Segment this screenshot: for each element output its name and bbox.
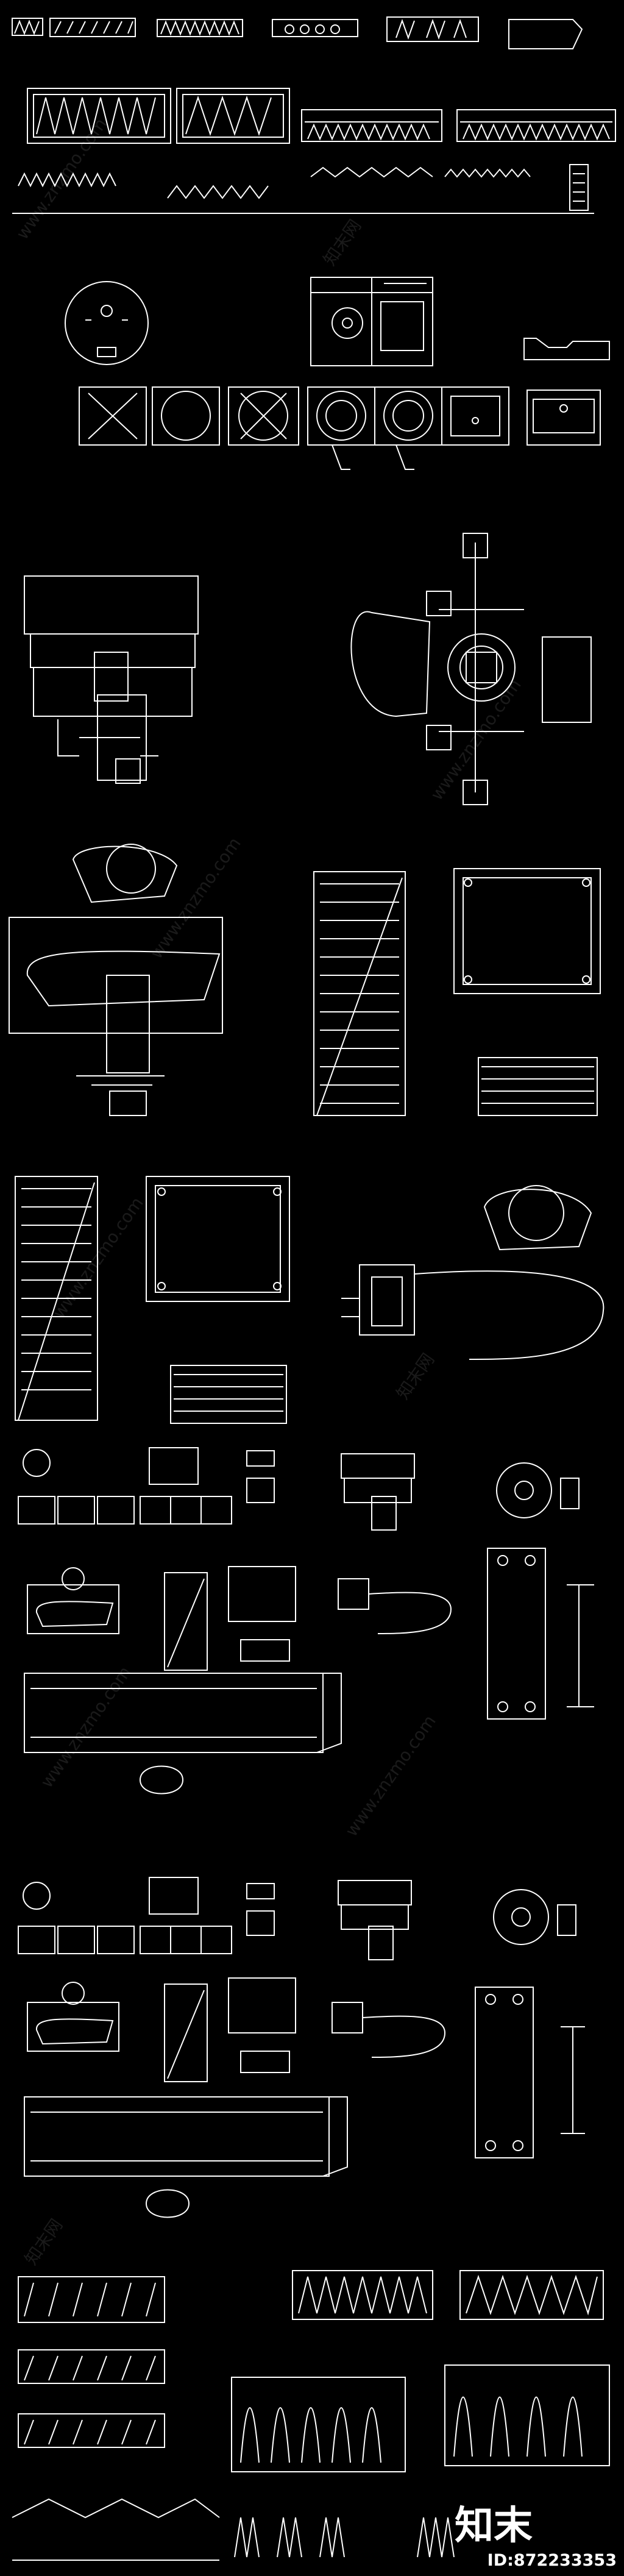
mini-ironing-set-1: [27, 1566, 452, 1671]
wall-rack-panel-2: [475, 1987, 585, 2158]
steam-press-with-person: [341, 1185, 604, 1360]
laundry-machines-row: [79, 386, 509, 470]
mini-laundry-set-1: [18, 1447, 275, 1525]
washer-dryer-unit: [310, 277, 433, 366]
conveyor-long-1: [24, 1673, 342, 1795]
rack-row3: [12, 164, 594, 214]
tall-rack-with-stripes: [313, 871, 406, 1116]
mini-press-set-1: [341, 1453, 580, 1531]
bottom-cabinets-right: [231, 2270, 610, 2472]
round-washer-topview: [65, 281, 149, 365]
bottom-racks: [12, 2498, 455, 2561]
rotary-iron-machine: [350, 533, 592, 805]
site-logo: 知末: [455, 2503, 533, 2549]
table-topview: [453, 868, 601, 994]
asset-id-label: ID:872233353: [487, 2551, 617, 2570]
shelf-rack-2: [170, 1365, 287, 1424]
mini-ironing-set-2: [27, 1977, 446, 2082]
mini-laundry-set-2: [18, 1877, 275, 1954]
press-machine-left: [24, 575, 199, 784]
sink-unit: [523, 338, 610, 446]
cabinet-block-row1: [12, 16, 583, 49]
tall-rack-left: [15, 1176, 98, 1421]
conveyor-long-2: [24, 2096, 348, 2218]
ironing-board-with-person: [9, 844, 223, 1116]
cabinet-block-row2: [27, 88, 616, 144]
table-topview-2: [146, 1176, 290, 1302]
bottom-cabinets-left: [18, 2276, 165, 2448]
mini-press-set-2: [338, 1880, 576, 1960]
wall-rack-panel: [487, 1548, 594, 1720]
shelf-rack: [478, 1057, 598, 1116]
